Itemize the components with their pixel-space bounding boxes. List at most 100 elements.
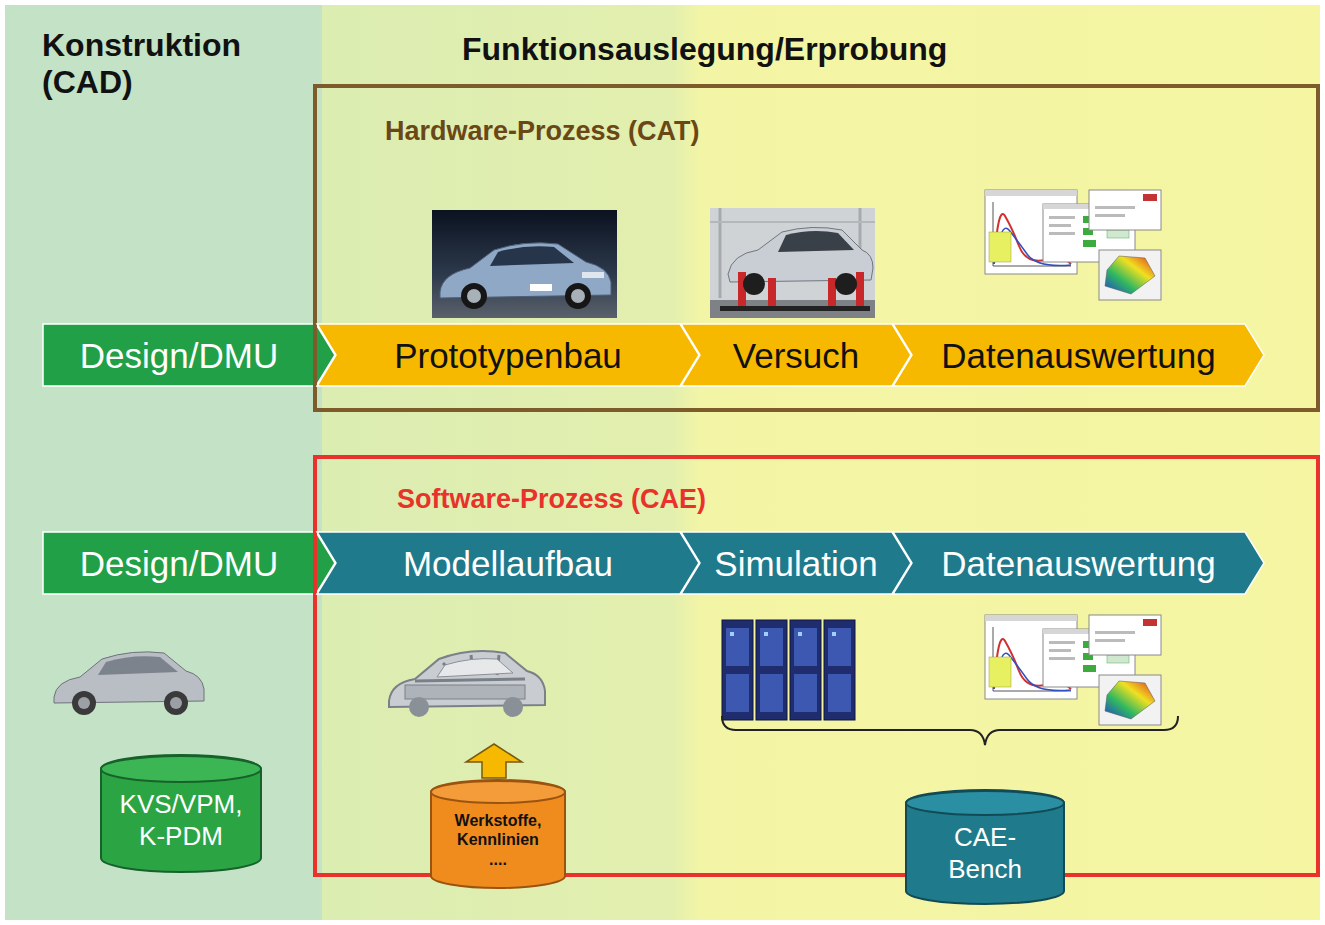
column-band: Funktionsauslegung/ErprobungHardware-Pro… xyxy=(322,5,1320,920)
test-rig-photo-part xyxy=(778,231,854,252)
step-chevron: Design/DMU xyxy=(42,323,336,387)
step-label: Datenauswertung xyxy=(941,546,1215,581)
prototype-car-photo-part xyxy=(432,210,617,318)
body-in-white-model-part xyxy=(389,651,545,707)
prototype-car-photo-part xyxy=(565,283,591,309)
compute-servers-part xyxy=(824,620,855,720)
prototype-car-photo-part xyxy=(582,272,604,278)
cylinder-body xyxy=(906,790,1064,904)
prototype-car-photo-part xyxy=(467,289,481,303)
test-rig-photo-part xyxy=(743,273,765,295)
process-heading: Hardware-Prozess (CAT) xyxy=(385,116,700,147)
test-rig-photo-part xyxy=(835,273,857,295)
dmu-car-model-part xyxy=(78,697,90,709)
test-rig-photo-part xyxy=(720,306,870,311)
compute-servers-part xyxy=(798,632,802,636)
chevron-outline xyxy=(317,324,699,386)
step-label: Design/DMU xyxy=(80,546,278,581)
test-rig-photo-part xyxy=(710,221,875,223)
cylinder-top xyxy=(101,756,261,782)
chevron-outline xyxy=(681,324,911,386)
body-in-white-model-part xyxy=(409,697,429,717)
compute-servers-part xyxy=(760,674,783,712)
body-in-white-model-part xyxy=(415,655,525,681)
test-rig-photo xyxy=(710,208,875,318)
step-label: Datenauswertung xyxy=(941,338,1215,373)
compute-servers-part xyxy=(790,620,821,720)
database-label: CAE- Bench xyxy=(943,822,1027,884)
compute-servers-part xyxy=(726,628,749,666)
step-label: Versuch xyxy=(733,338,859,373)
cad-column-ground xyxy=(5,5,322,920)
step-chevron: Prototypenbau xyxy=(316,323,700,387)
compute-servers-part xyxy=(828,628,851,666)
compute-servers-part xyxy=(756,620,787,720)
dmu-car-model-part xyxy=(164,691,188,715)
test-rig-photo-part xyxy=(768,278,776,308)
prototype-car-photo-part xyxy=(461,283,487,309)
step-label: Design/DMU xyxy=(80,338,278,373)
process-frame: Hardware-Prozess (CAT) Prototypenbau Versu… xyxy=(313,84,1320,412)
step-label: Simulation xyxy=(714,546,877,581)
test-column-ground xyxy=(322,5,1320,920)
compute-servers-part xyxy=(730,632,734,636)
compute-servers-part xyxy=(726,674,749,712)
compute-servers xyxy=(722,620,855,720)
test-rig-photo-part xyxy=(828,278,836,308)
test-rig-photo-part xyxy=(710,208,875,318)
process-frame: Software-Prozess (CAE) Modellaufbau Simula… xyxy=(313,455,1320,877)
chevron-outline xyxy=(317,532,699,594)
cylinder-top xyxy=(906,791,1064,815)
cylinder-top xyxy=(431,781,565,803)
step-chevron: Simulation xyxy=(680,531,912,595)
test-rig-photo-part xyxy=(856,272,864,308)
compute-servers-part xyxy=(722,620,753,720)
step-label: Prototypenbau xyxy=(394,338,622,373)
column-band: Konstruktion (CAD) Design/DMU Design/DMU KV… xyxy=(5,5,322,920)
database-label: Werkstoffe, Kennlinien .... xyxy=(448,811,548,869)
step-chevron: Modellaufbau xyxy=(316,531,700,595)
database-label: KVS/VPM, K-PDM xyxy=(115,789,247,851)
database-cylinder: CAE- Bench xyxy=(905,790,1065,904)
evaluation-screens xyxy=(985,615,1161,725)
step-chevron: Datenauswertung xyxy=(892,531,1265,595)
body-in-white-model xyxy=(389,651,545,717)
column-heading: Funktionsauslegung/Erprobung xyxy=(462,31,947,68)
dmu-car-model-part xyxy=(72,691,96,715)
chevron-outline xyxy=(43,532,335,594)
body-in-white-model-part xyxy=(503,697,523,717)
step-label: Modellaufbau xyxy=(403,546,613,581)
prototype-car-photo-part xyxy=(490,246,574,266)
step-chevron: Datenauswertung xyxy=(892,323,1265,387)
grouping-brace xyxy=(722,716,1178,745)
chevron-outline xyxy=(893,324,1264,386)
test-rig-photo-part xyxy=(728,227,873,282)
step-chevron: Versuch xyxy=(680,323,912,387)
dmu-car-model xyxy=(54,652,204,715)
chevron-outline xyxy=(893,532,1264,594)
chevron-outline xyxy=(43,324,335,386)
evaluation-screens xyxy=(985,190,1161,300)
compute-servers-part xyxy=(794,628,817,666)
prototype-car-photo-part xyxy=(530,284,552,291)
compute-servers-part xyxy=(794,674,817,712)
cylinder-body xyxy=(101,755,261,872)
database-cylinder: KVS/VPM, K-PDM xyxy=(100,755,262,872)
body-in-white-model-part xyxy=(437,659,513,677)
chevron-outline xyxy=(681,532,911,594)
compute-servers-part xyxy=(760,628,783,666)
body-in-white-model-part xyxy=(405,685,525,699)
process-heading: Software-Prozess (CAE) xyxy=(397,484,706,515)
test-rig-photo-part xyxy=(710,300,875,318)
cylinder-body xyxy=(431,780,565,888)
compute-servers-part xyxy=(832,632,836,636)
prototype-car-photo-part xyxy=(571,289,585,303)
database-cylinder: Werkstoffe, Kennlinien .... xyxy=(430,780,566,888)
step-chevron: Design/DMU xyxy=(42,531,336,595)
prototype-car-photo xyxy=(432,210,617,318)
compute-servers-part xyxy=(828,674,851,712)
dmu-car-model-part xyxy=(98,656,178,675)
column-heading: Konstruktion (CAD) xyxy=(42,27,304,101)
material-input-arrow xyxy=(466,744,522,778)
